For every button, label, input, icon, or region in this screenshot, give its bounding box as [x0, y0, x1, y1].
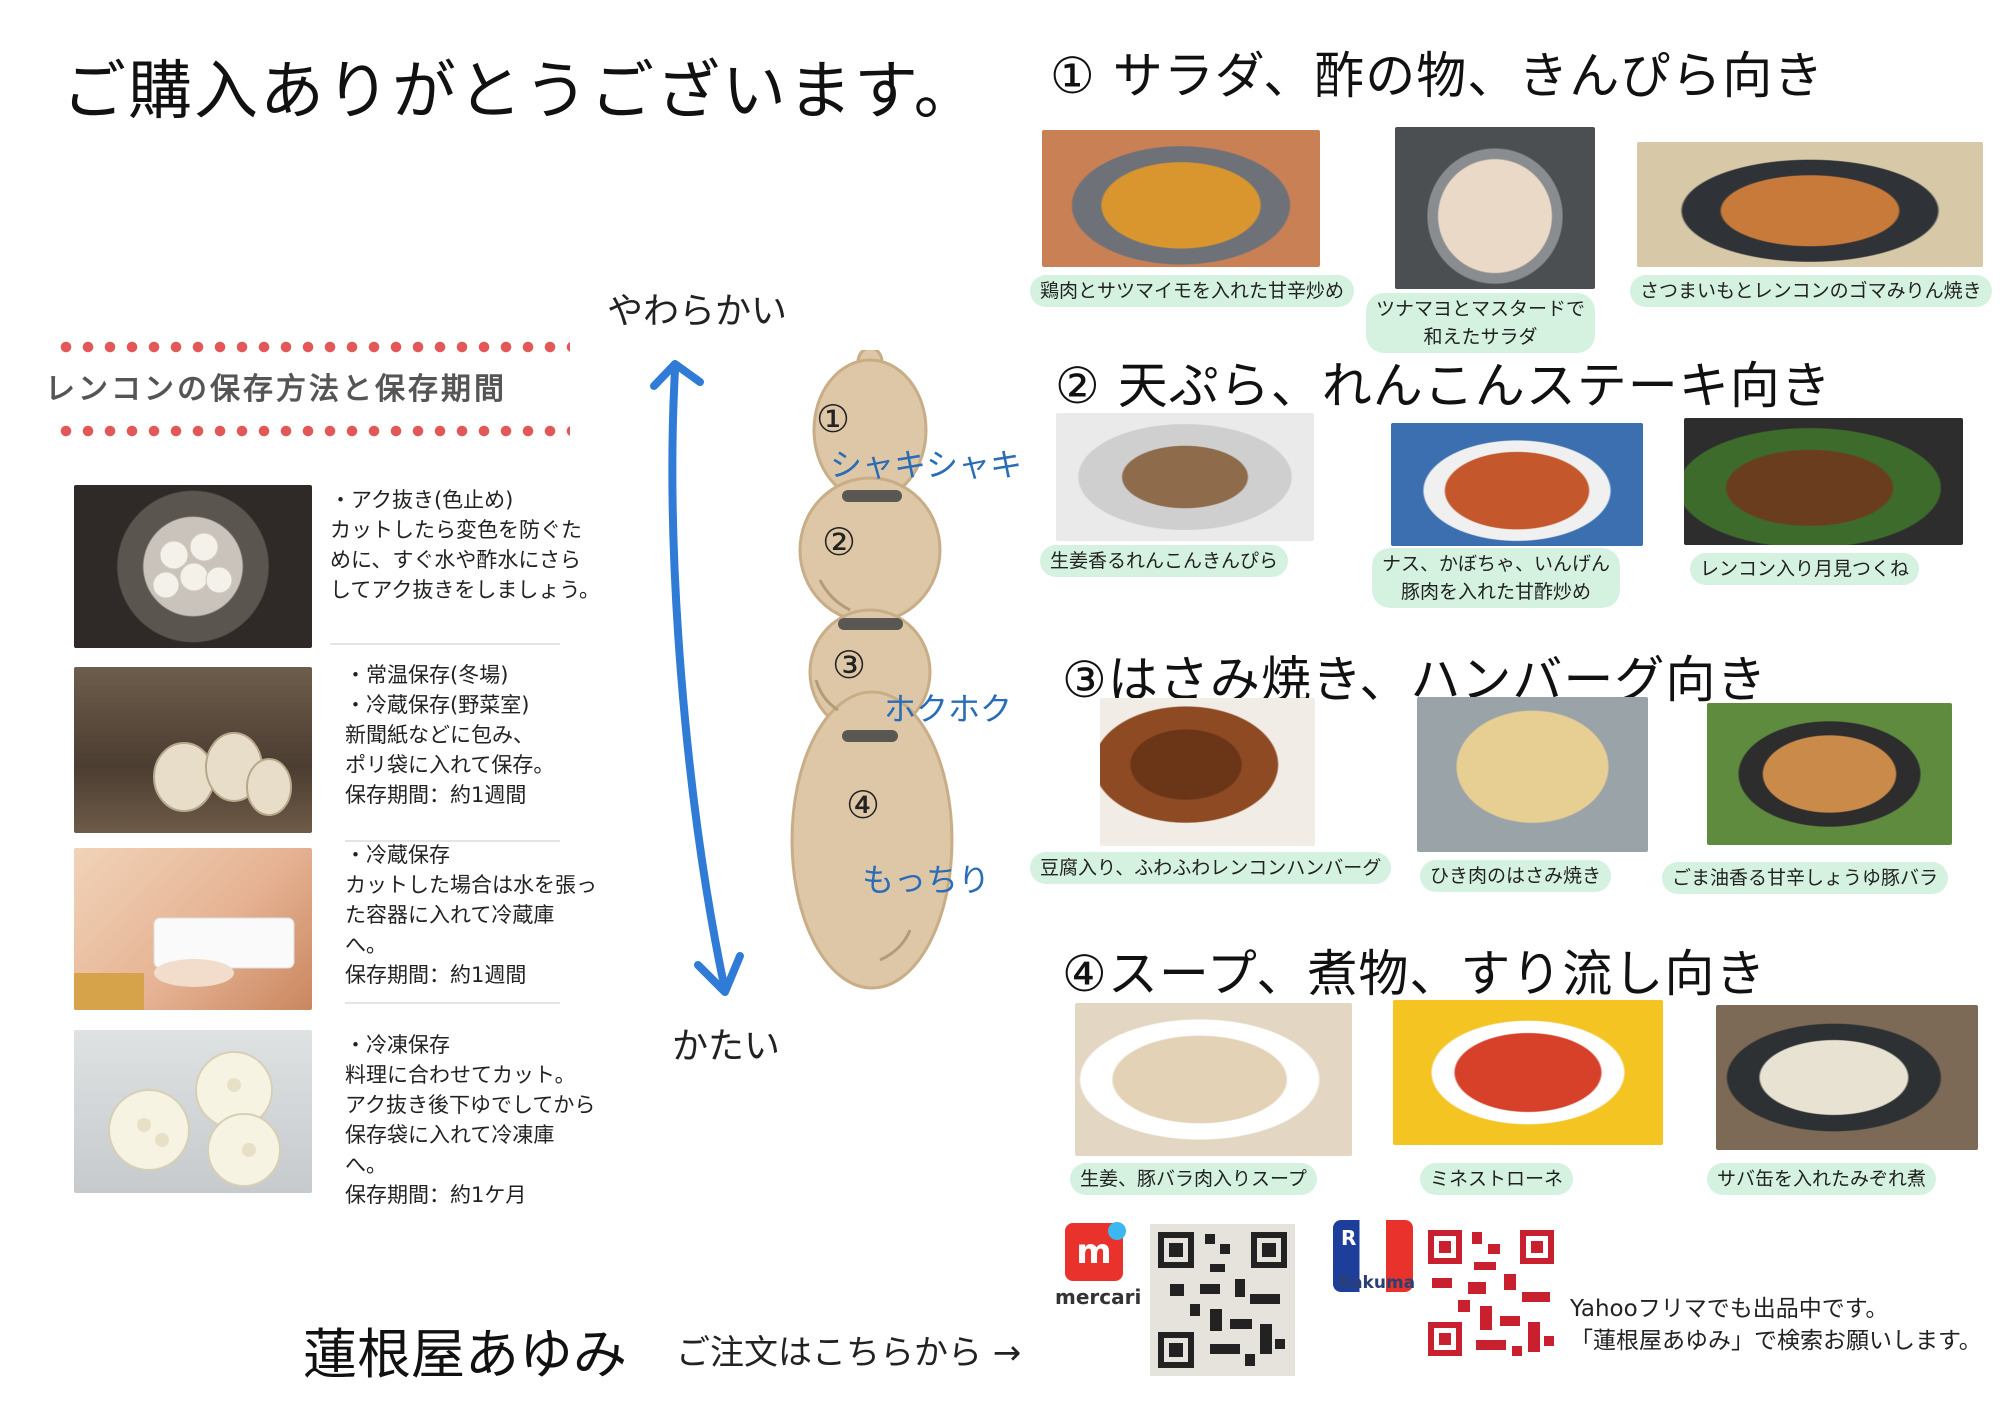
separator — [345, 840, 560, 842]
caption-dish-4-1: 生姜、豚バラ肉入りスープ — [1070, 1163, 1317, 1195]
photo-dish-hamburg — [1100, 698, 1315, 846]
yahoo-note: Yahooフリマでも出品中です。 「蓮根屋あゆみ」で検索お願いします。 — [1570, 1296, 1982, 1354]
section-title-salad: ① サラダ、酢の物、きんぴら向き — [1050, 47, 1825, 105]
mercari-logo-text: mercari — [1055, 1285, 1142, 1309]
photo-dish-tsukune — [1684, 418, 1963, 545]
shop-name: 蓮根屋あゆみ — [303, 1323, 627, 1386]
caption-dish-2-2: ナス、かぼちゃ、いんげん 豚肉を入れた甘酢炒め — [1372, 548, 1621, 608]
texture-hard-label: かたい — [672, 1026, 781, 1067]
caption-dish-1-3: さつまいもとレンコンのゴマみりん焼き — [1630, 275, 1992, 307]
page-title: ご購入ありがとうございます。 — [62, 55, 980, 129]
caption-dish-3-2: ひき肉のはさみ焼き — [1420, 860, 1612, 892]
texture-soft-label: やわらかい — [607, 291, 788, 332]
caption-dish-1-2: ツナマヨとマスタードで 和えたサラダ — [1366, 293, 1596, 353]
storage-text-freezer: ・冷凍保存 料理に合わせてカット。 アク抜き後下ゆでしてから 保存袋に入れて冷凍… — [345, 1033, 596, 1207]
rakuma-qr-code[interactable] — [1424, 1226, 1558, 1360]
photo-frozen-slices — [74, 1030, 312, 1193]
photo-dish-sesame-mirin — [1637, 142, 1983, 267]
storage-text-fridge: ・冷蔵保存 カットした場合は水を張っ た容器に入れて冷蔵庫 へ。 保存期間：約1… — [345, 843, 597, 987]
photo-dish-hasami-yaki — [1417, 697, 1648, 852]
photo-dish-chicken-sweetpotato — [1042, 130, 1320, 267]
caption-dish-2-3: レンコン入り月見つくね — [1690, 553, 1920, 585]
dot-divider-top — [55, 340, 570, 354]
photo-dish-tuna-salad — [1395, 127, 1595, 289]
segment-num-4: ④ — [846, 783, 881, 827]
photo-dish-ginger-soup — [1075, 1003, 1352, 1156]
caption-dish-2-1: 生姜香るれんこんきんぴら — [1040, 545, 1289, 577]
caption-dish-4-3: サバ缶を入れたみぞれ煮 — [1707, 1163, 1937, 1195]
photo-whole-lotus-root — [74, 667, 312, 833]
segment-label-4: もっちり — [862, 861, 991, 899]
photo-soaked-lotus-root — [74, 485, 312, 648]
caption-dish-3-3: ごま油香る甘辛しょうゆ豚バラ — [1662, 862, 1949, 894]
photo-dish-sweet-sour — [1391, 423, 1643, 546]
caption-dish-4-2: ミネストローネ — [1420, 1163, 1574, 1195]
segment-label-3: ホクホク — [884, 690, 1013, 728]
storage-text-akunuki: ・アク抜き(色止め) カットしたら変色を防ぐた めに、すぐ水や酢水にさら してア… — [330, 488, 601, 602]
photo-dish-minestrone — [1393, 1000, 1663, 1145]
photo-fridge-container — [74, 848, 312, 1010]
rakuma-logo-icon[interactable]: R — [1333, 1220, 1413, 1292]
storage-text-room-fridge: ・常温保存(冬場) ・冷蔵保存(野菜室) 新聞紙などに包み、 ポリ袋に入れて保存… — [345, 663, 555, 807]
separator — [330, 643, 560, 645]
segment-num-1: ① — [816, 397, 851, 441]
separator — [345, 1002, 560, 1004]
dot-divider-bottom — [55, 424, 570, 438]
order-prompt: ご注文はこちらから → — [676, 1333, 1022, 1373]
lotus-root-illustration — [790, 350, 954, 990]
photo-dish-kinpira — [1056, 413, 1314, 541]
mercari-logo-dot-icon — [1108, 1222, 1126, 1240]
caption-dish-1-1: 鶏肉とサツマイモを入れた甘辛炒め — [1030, 275, 1355, 307]
caption-dish-3-1: 豆腐入り、ふわふわレンコンハンバーグ — [1030, 852, 1392, 884]
storage-heading: レンコンの保存方法と保存期間 — [45, 372, 507, 407]
rakuma-logo-text: Rakuma — [1338, 1273, 1416, 1293]
section-title-tempura: ② 天ぷら、れんこんステーキ向き — [1055, 357, 1832, 415]
segment-num-3: ③ — [832, 643, 867, 687]
photo-dish-mizore — [1716, 1005, 1978, 1150]
section-title-soup: ④スープ、煮物、すり流し向き — [1062, 945, 1767, 1003]
segment-label-1: シャキシャキ — [830, 446, 1023, 484]
segment-num-2: ② — [822, 520, 857, 564]
texture-arrow — [650, 360, 744, 996]
mercari-qr-code[interactable] — [1150, 1224, 1295, 1376]
photo-dish-pork-belly — [1707, 703, 1952, 845]
